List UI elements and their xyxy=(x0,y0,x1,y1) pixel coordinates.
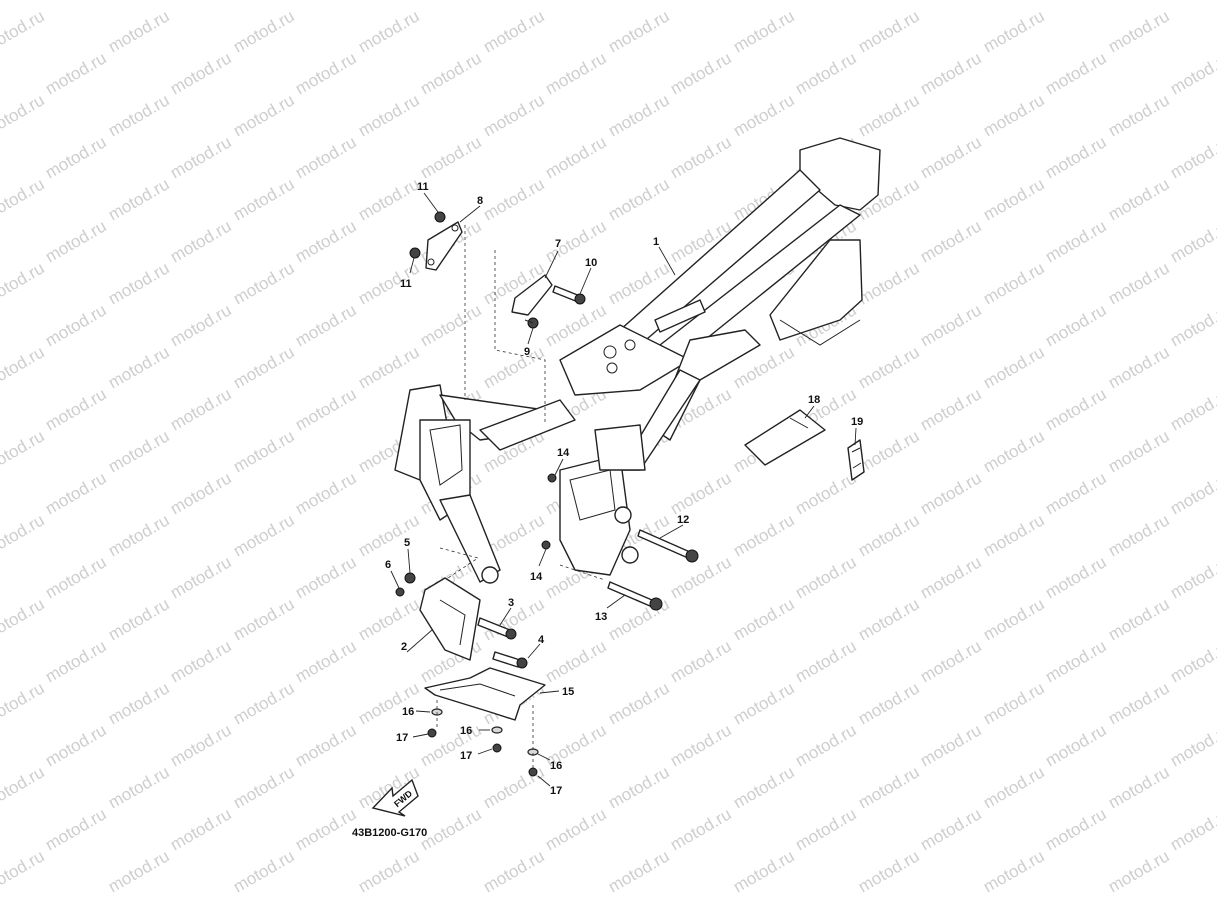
callout-9: 9 xyxy=(524,346,530,358)
washer-16b xyxy=(491,726,503,734)
callout-17-b: 17 xyxy=(460,750,472,762)
callout-10: 10 xyxy=(585,257,597,269)
callout-19: 19 xyxy=(851,416,863,428)
callout-17-c: 17 xyxy=(550,785,562,797)
bolt-4 xyxy=(492,651,528,669)
callout-1: 1 xyxy=(653,236,659,248)
nut-11-upper xyxy=(434,211,446,223)
callout-14-bottom: 14 xyxy=(530,571,543,583)
bracket-7 xyxy=(511,274,553,316)
callout-11-top: 11 xyxy=(417,181,429,193)
callout-7: 7 xyxy=(555,238,561,250)
clip-19 xyxy=(847,439,865,481)
bolt-10 xyxy=(552,285,586,305)
callout-2: 2 xyxy=(401,641,407,653)
callout-6: 6 xyxy=(385,559,391,571)
callout-15: 15 xyxy=(562,686,574,698)
leader-lines xyxy=(390,192,857,787)
bolt-12 xyxy=(637,529,699,563)
nut-11-lower xyxy=(409,247,421,259)
callout-16-a: 16 xyxy=(402,706,414,718)
callout-8: 8 xyxy=(477,195,483,207)
callout-12: 12 xyxy=(677,514,689,526)
bolt-13 xyxy=(607,581,663,611)
callout-4: 4 xyxy=(538,634,545,646)
bolt-17c xyxy=(528,767,538,777)
callouts: 1 2 3 4 5 6 7 8 9 10 11 11 12 13 14 14 1… xyxy=(385,181,863,797)
skid-plate-15 xyxy=(424,667,546,721)
callout-18: 18 xyxy=(808,394,820,406)
nut-5 xyxy=(404,572,416,584)
engine-bracket-2 xyxy=(419,577,481,661)
nut-6 xyxy=(395,587,405,597)
bolt-9 xyxy=(524,317,539,329)
fwd-arrow-icon: FWD xyxy=(371,778,419,817)
callout-17-a: 17 xyxy=(396,732,408,744)
callout-14-top: 14 xyxy=(557,447,570,459)
bolt-17b xyxy=(492,743,502,753)
bolt-3 xyxy=(477,617,517,640)
callout-13: 13 xyxy=(595,611,607,623)
callout-3: 3 xyxy=(508,597,514,609)
diagram-code: 43B1200-G170 xyxy=(352,827,427,839)
callout-16-b: 16 xyxy=(460,725,472,737)
callout-11-bottom: 11 xyxy=(400,278,412,290)
callout-16-c: 16 xyxy=(550,760,562,772)
bolt-17a xyxy=(427,728,437,738)
callout-5: 5 xyxy=(404,537,410,549)
plate-18 xyxy=(744,409,826,466)
bracket-8 xyxy=(425,221,463,271)
main-frame xyxy=(394,137,881,584)
